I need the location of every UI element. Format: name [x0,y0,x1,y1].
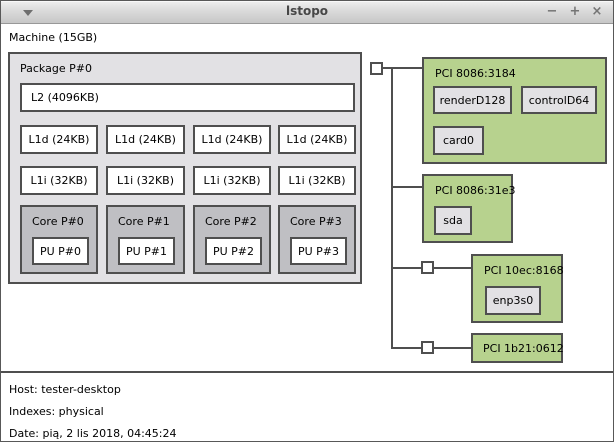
machine-label: Machine (15GB) [9,31,98,44]
pci-device-label: PCI 1b21:0612 [483,341,564,355]
pu-label: PU P#2 [212,244,255,258]
topology-canvas: Machine (15GB) Package P#0 L2 (4096KB) L… [1,24,613,371]
package-label: Package P#0 [20,62,92,75]
connector-line [433,347,471,349]
os-device-box: renderD128 [433,86,512,114]
l1d-cache-box: L1d (24KB) [106,125,185,154]
host-line: Host: tester-desktop [9,383,121,396]
package-box: Package P#0 L2 (4096KB) L1d (24KB) L1d (… [8,52,362,284]
l1d-cache-label: L1d (24KB) [201,133,263,146]
pu-label: PU P#3 [297,244,340,258]
l1d-cache-label: L1d (24KB) [286,133,348,146]
l1d-cache-label: L1d (24KB) [115,133,176,146]
l1d-cache-box: L1d (24KB) [278,125,356,154]
l1i-cache-label: L1i (32KB) [288,174,346,187]
titlebar[interactable]: lstopo − + × [1,1,613,24]
pu-box: PU P#2 [205,237,262,265]
os-device-box: enp3s0 [485,286,541,315]
pu-label: PU P#0 [39,244,82,258]
close-button[interactable]: × [591,4,603,19]
os-device-label: card0 [442,134,475,147]
date-line: Date: pią, 2 lis 2018, 04:45:24 [9,427,177,440]
l1d-cache-box: L1d (24KB) [20,125,98,154]
pci-device-label: PCI 10ec:8168 [484,264,564,277]
os-device-label: controlD64 [528,93,590,107]
core-label: Core P#2 [205,215,257,228]
l1i-cache-box: L1i (32KB) [20,166,98,195]
connector-line [382,67,422,69]
pci-device-box: PCI 1b21:0612 [471,333,564,363]
os-device-box: card0 [433,126,484,155]
window-menu-icon[interactable] [23,10,33,16]
l2-cache-box: L2 (4096KB) [20,83,355,112]
connector-line [391,67,393,349]
l1i-cache-label: L1i (32KB) [30,174,88,187]
core-box: Core P#0 PU P#0 [20,205,98,274]
l1d-cache-label: L1d (24KB) [28,133,90,146]
pci-device-box: PCI 8086:31e3 sda [422,174,516,243]
pu-label: PU P#1 [125,244,168,258]
core-label: Core P#3 [290,215,342,228]
pci-device-label: PCI 8086:3184 [435,67,516,80]
footer: Host: tester-desktop Indexes: physical D… [1,373,613,441]
pu-box: PU P#3 [290,237,347,265]
connector-line [391,347,422,349]
indexes-line: Indexes: physical [9,405,104,418]
connector-line [391,186,422,188]
l2-cache-label: L2 (4096KB) [31,91,99,104]
footer-separator [1,371,613,373]
core-box: Core P#3 PU P#3 [278,205,356,274]
connector-line [433,267,471,269]
l1i-cache-box: L1i (32KB) [193,166,271,195]
l1d-cache-box: L1d (24KB) [193,125,271,154]
window-title: lstopo [285,4,329,18]
pu-box: PU P#1 [118,237,175,265]
maximize-button[interactable]: + [569,4,581,19]
l1i-cache-label: L1i (32KB) [116,174,175,187]
pci-device-box: PCI 10ec:8168 enp3s0 [471,254,564,323]
core-label: Core P#1 [118,215,170,228]
l1i-cache-box: L1i (32KB) [106,166,185,195]
l1i-cache-box: L1i (32KB) [278,166,356,195]
core-box: Core P#1 PU P#1 [106,205,185,274]
pci-device-box: PCI 8086:3184 renderD128 controlD64 card… [422,57,607,164]
os-device-box: sda [434,206,472,235]
minimize-button[interactable]: − [546,4,558,19]
pu-box: PU P#0 [32,237,89,265]
connector-line [391,267,422,269]
pci-device-label: PCI 8086:31e3 [435,184,516,197]
core-box: Core P#2 PU P#2 [193,205,271,274]
core-label: Core P#0 [32,215,84,228]
os-device-box: controlD64 [521,86,597,114]
os-device-label: enp3s0 [492,294,534,307]
os-device-label: sda [443,214,463,227]
l1i-cache-label: L1i (32KB) [203,174,261,187]
os-device-label: renderD128 [439,93,506,107]
